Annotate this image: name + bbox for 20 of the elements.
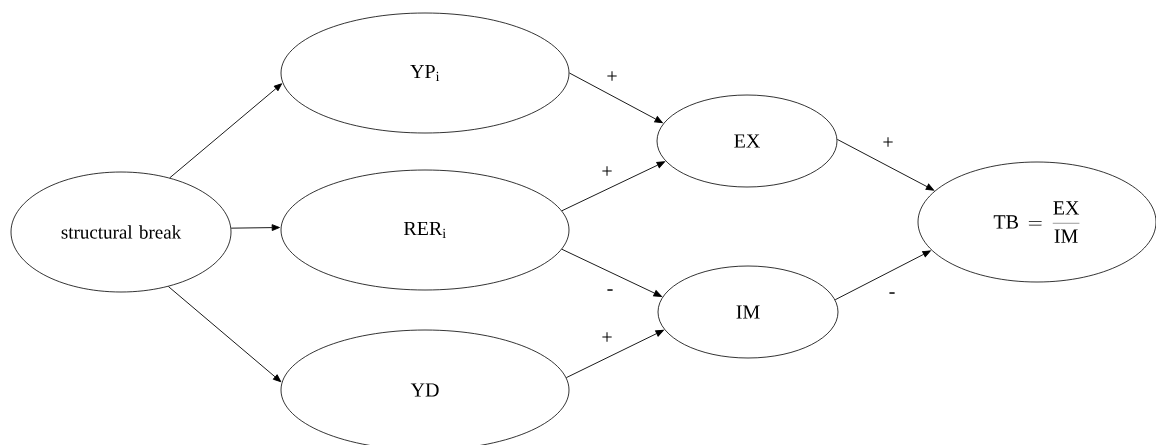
edge-label: - bbox=[605, 288, 615, 296]
arrow bbox=[167, 286, 282, 383]
edge-label: - bbox=[887, 291, 897, 299]
ellipse-node: YP$_{i}$ bbox=[280, 12, 570, 134]
arrow bbox=[561, 161, 666, 212]
edge-label: + bbox=[600, 165, 614, 179]
arrow bbox=[834, 250, 931, 301]
arrow bbox=[568, 72, 663, 124]
ellipse-node: IM bbox=[657, 265, 839, 359]
arrow bbox=[169, 83, 283, 179]
ellipse-node: structural break bbox=[10, 171, 232, 293]
arrow bbox=[230, 224, 280, 231]
edge-label: + bbox=[881, 136, 895, 150]
edge-label: + bbox=[605, 70, 619, 84]
ellipse-node: RER$_{i}$ bbox=[280, 169, 570, 291]
edge-label: + bbox=[600, 331, 614, 345]
arrow bbox=[565, 329, 664, 379]
ellipse-node: EX bbox=[656, 94, 838, 188]
arrow bbox=[561, 248, 662, 297]
arrow bbox=[836, 139, 935, 191]
